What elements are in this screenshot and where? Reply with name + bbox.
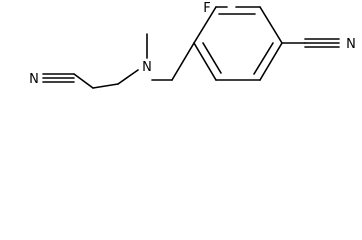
left-nitrile-nitrogen-label: N [29, 72, 39, 87]
bond-ring-ch2 [171, 42, 195, 81]
ring-bond-c2-c3 [259, 6, 283, 44]
ring-bond-c3-c4 [259, 42, 283, 81]
amine-nitrogen-label: N [142, 60, 152, 75]
ring-double-bond-inner-left [202, 42, 222, 74]
bond-ch2-chain [73, 73, 94, 89]
ring-bond-c6-c1 [193, 6, 217, 44]
ring-double-bond-inner-right [253, 42, 274, 75]
fluorine-label: F [203, 1, 210, 16]
benzene-ring [193, 6, 283, 81]
ring-bond-c5-c6 [193, 42, 217, 81]
bond-n-ch2 [117, 69, 139, 85]
chemical-structure: F N N N [29, 1, 356, 89]
right-nitrile-nitrogen-label: N [346, 37, 356, 52]
bond-ch2-ch2 [92, 83, 119, 89]
